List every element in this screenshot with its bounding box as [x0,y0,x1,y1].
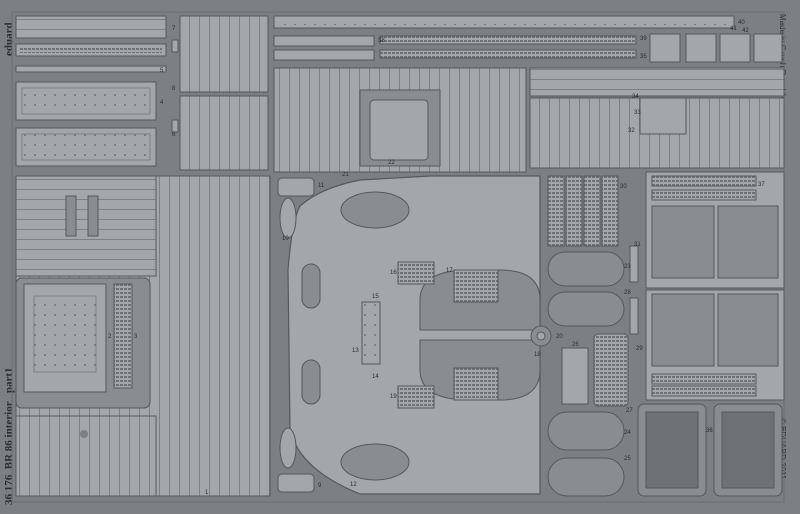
part-number: 27 [626,408,633,414]
part-number: 23 [624,264,631,270]
part-23-25-ovals [547,251,625,497]
part-number: 33 [634,110,641,116]
part-1-strips [15,15,167,73]
part-number: 24 [624,430,631,436]
part-number: 9 [318,483,322,489]
part-number: 20 [556,334,563,340]
part-number: 11 [318,183,325,189]
part-36-frames [637,403,783,497]
part-1-floor [15,175,271,497]
part-9-11-levers [277,177,315,493]
part-39-42-strips [273,15,735,61]
part-number: 40 [738,20,745,26]
part-number: 5 [160,68,164,74]
part-number: 10 [282,236,289,242]
part-6-panels [171,15,269,171]
part-31-37-doors [645,171,785,401]
part-number: 14 [372,374,379,380]
part-number: 42 [742,28,749,34]
part-number: 26 [572,342,579,348]
part-number: 34 [632,94,639,100]
part-number: 37 [758,182,765,188]
part-number: 3 [134,334,138,340]
part-number: 2 [108,334,112,340]
part-number: 8 [172,86,176,92]
part-4-panels [15,81,157,167]
part-number: 21 [342,172,349,178]
part-number: 6 [172,132,176,138]
part-number: 32 [628,128,635,134]
part-number: 18 [534,352,541,358]
part-34-38-brackets [649,33,783,63]
part-number: 17 [446,268,453,274]
part-21-22-panels [273,67,785,173]
part-number: 38 [378,38,385,44]
part-number: 19 [390,394,397,400]
part-26-29-small [561,245,639,407]
part-number: 4 [160,100,164,106]
part-number: 1 [205,490,209,496]
part-12-backhead [287,175,552,495]
part-number: 39 [640,36,647,42]
part-number: 35 [640,54,647,60]
part-number: 29 [636,346,643,352]
part-number: 36 [706,428,713,434]
part-number: 25 [624,456,631,462]
part-number: 16 [390,270,397,276]
part-30-grilles [547,175,619,247]
part-number: 28 [624,290,631,296]
part-number: 31 [634,242,641,248]
part-number: 7 [172,26,176,32]
part-number: 15 [372,294,379,300]
part-numbers: 1 2 3 4 5 6 7 8 9 10 11 12 13 14 15 16 1… [108,20,765,496]
part-number: 30 [620,184,627,190]
part-number: 12 [350,482,357,488]
part-number: 13 [352,348,359,354]
part-number: 41 [730,26,737,32]
part-number: 22 [388,160,395,166]
